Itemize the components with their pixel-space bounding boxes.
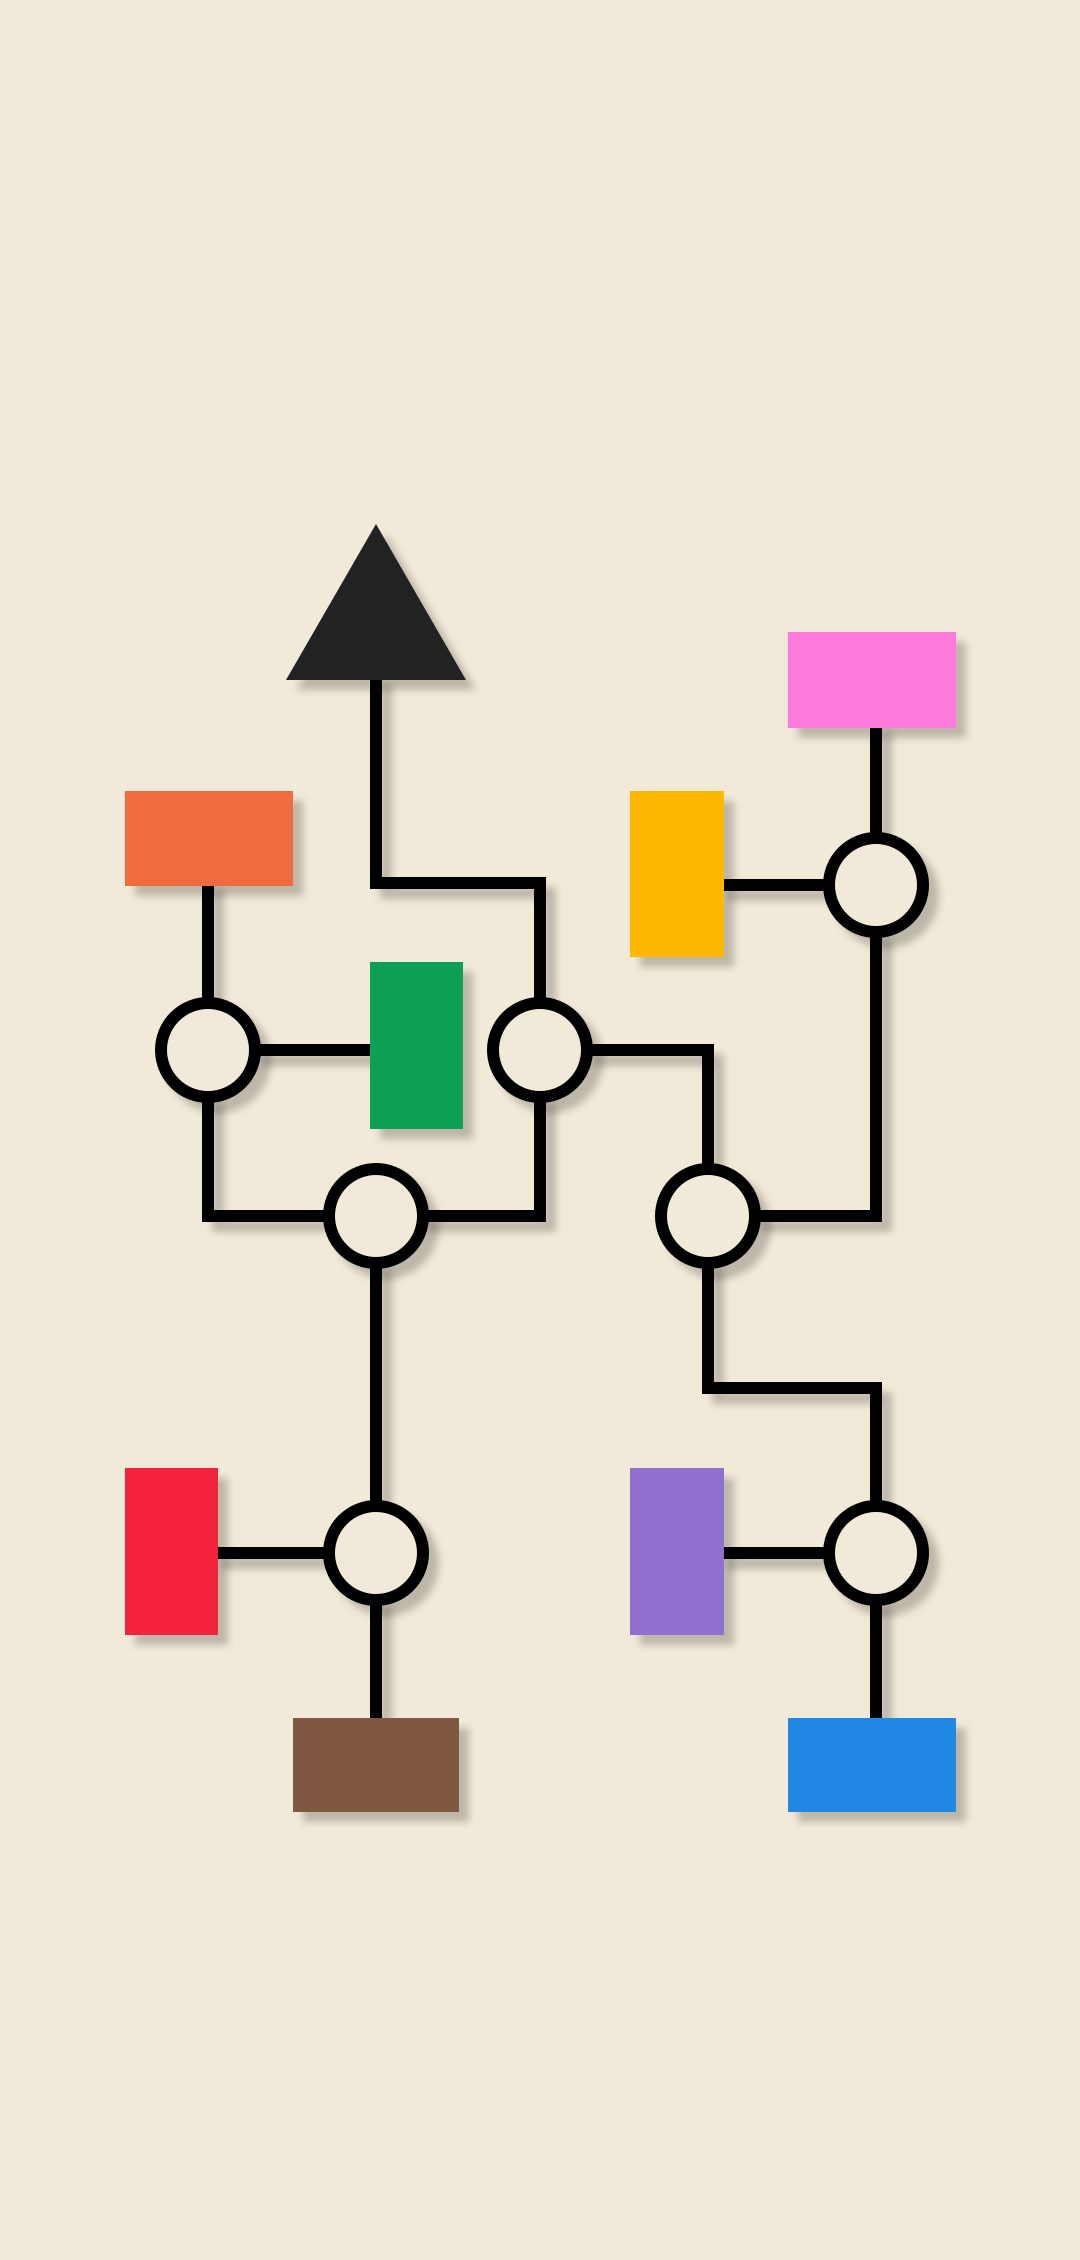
wire-left-upper-to-left-lower	[202, 1094, 332, 1222]
block-orange[interactable]	[125, 791, 293, 886]
node-rotator[interactable]	[823, 832, 929, 938]
wire-goal-to-mid-upper	[370, 674, 546, 1006]
goal-triangle-icon	[286, 524, 466, 680]
wire-right-mid-to-right-bottom	[702, 1260, 882, 1509]
node-rotator[interactable]	[323, 1500, 429, 1606]
wire-right-top-to-right-mid	[752, 929, 882, 1222]
block-green[interactable]	[370, 962, 463, 1129]
wire-network	[202, 674, 882, 1724]
node-rotator[interactable]	[323, 1163, 429, 1269]
wire-mid-upper-to-right-mid	[584, 1044, 714, 1172]
node-rotator[interactable]	[655, 1163, 761, 1269]
block-pink[interactable]	[788, 632, 956, 728]
wire-mid-upper-to-left-lower	[418, 1094, 546, 1222]
block-purple[interactable]	[630, 1468, 724, 1635]
block-yellow[interactable]	[630, 791, 724, 957]
node-rotator[interactable]	[155, 997, 261, 1103]
node-rotator[interactable]	[487, 997, 593, 1103]
block-red[interactable]	[125, 1468, 218, 1635]
node-rotator[interactable]	[823, 1500, 929, 1606]
block-brown[interactable]	[293, 1718, 459, 1812]
block-blue[interactable]	[788, 1718, 956, 1812]
